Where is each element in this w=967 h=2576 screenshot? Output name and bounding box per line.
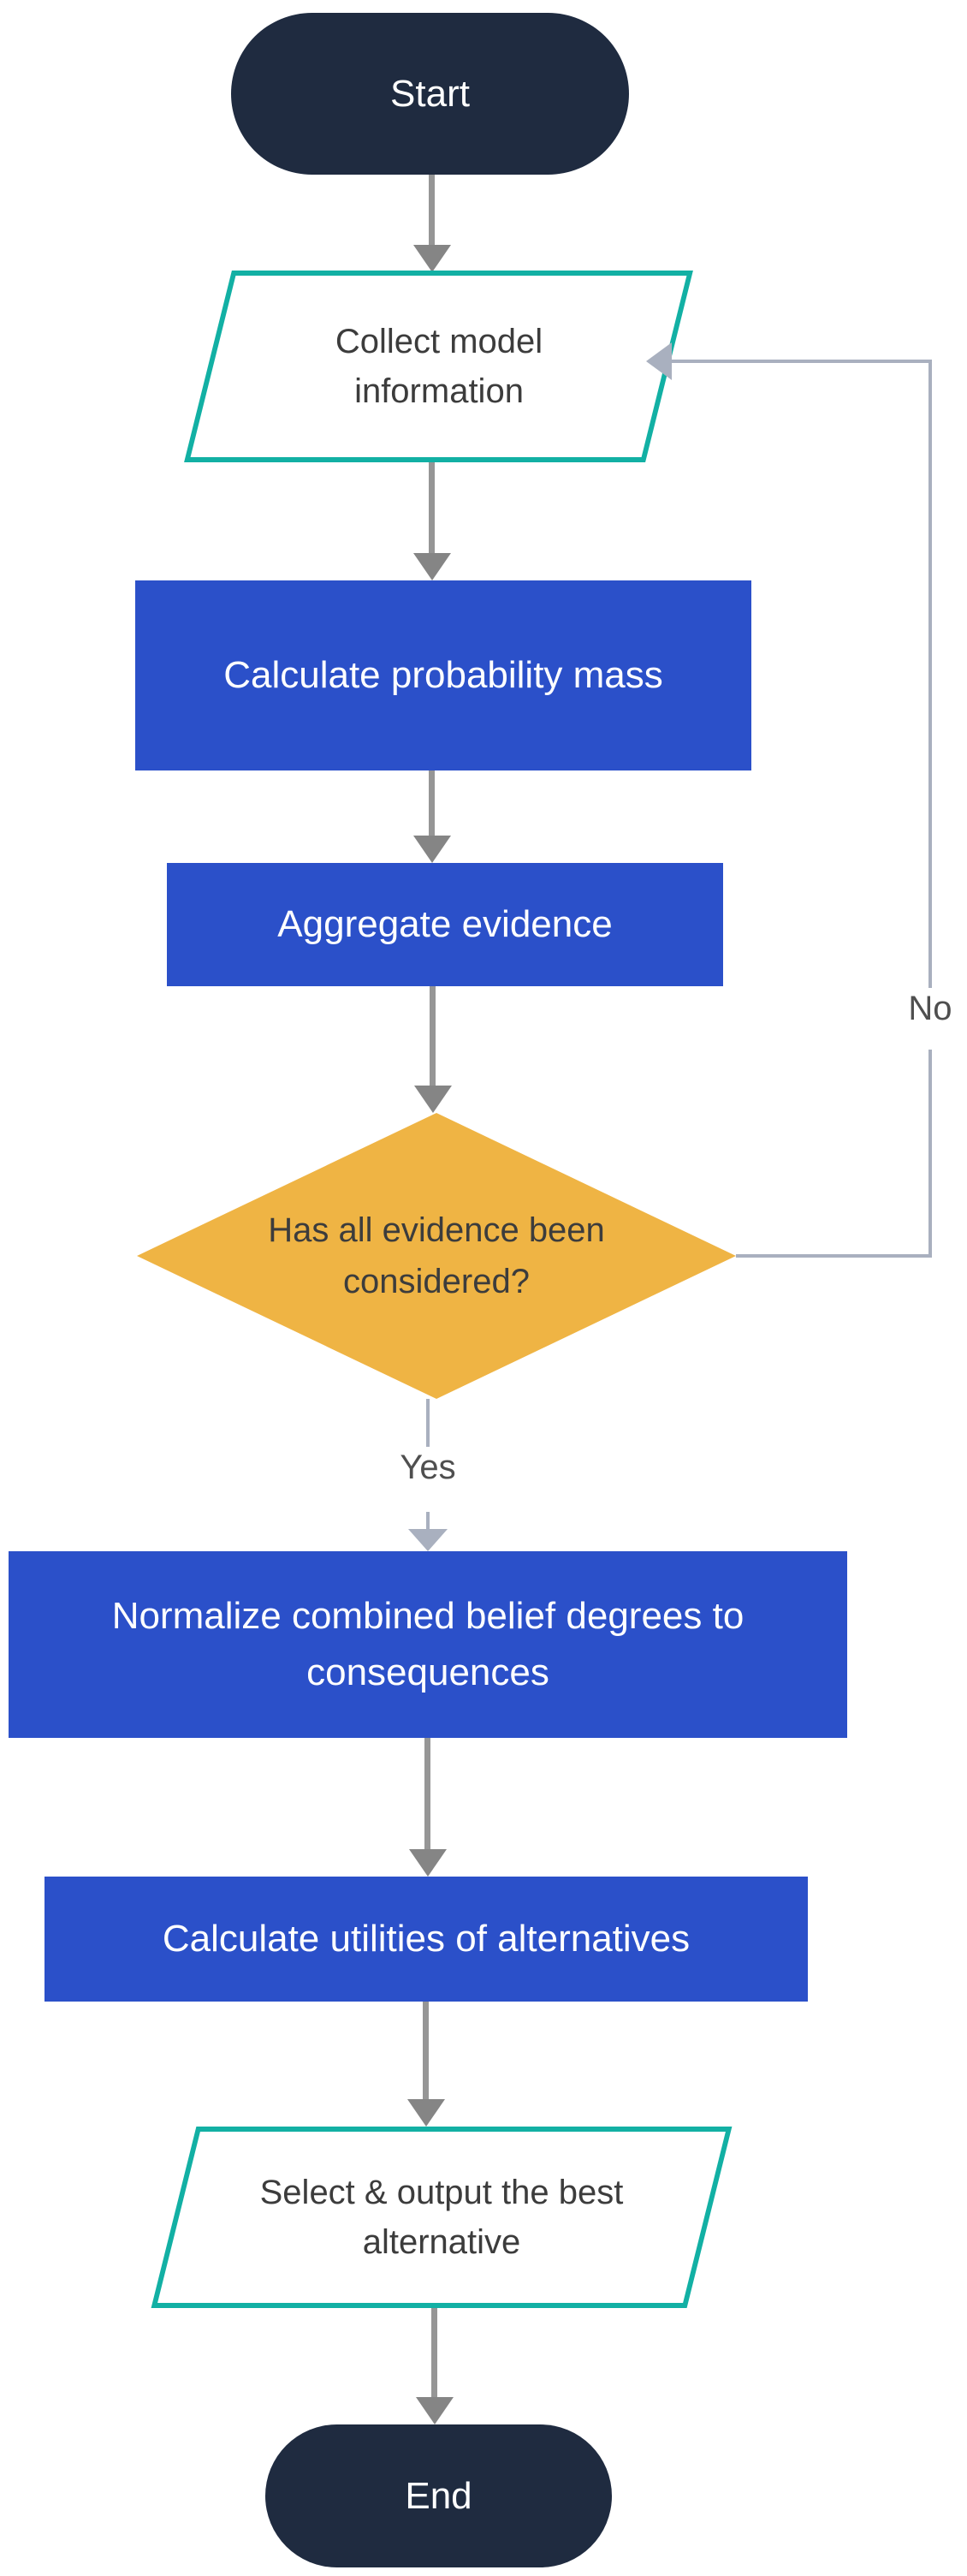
arrowhead-down-icon — [416, 2397, 454, 2424]
arrowhead-down-icon — [407, 2099, 445, 2127]
no-loop-line-bottom — [736, 1254, 932, 1258]
node-label: Calculate utilities of alternatives — [162, 1918, 691, 1960]
arrowhead-down-icon — [414, 1086, 452, 1113]
no-label: No — [879, 990, 967, 1028]
arrowhead-left-icon — [646, 342, 672, 380]
start-node: Start — [231, 13, 629, 175]
yes-line — [426, 1399, 430, 1447]
yes-line — [426, 1512, 430, 1529]
start-label: Start — [390, 72, 470, 115]
arrow-line — [423, 2002, 429, 2099]
arrowhead-down-icon — [409, 1849, 447, 1877]
node-label: Calculate probability mass — [223, 654, 663, 696]
yes-label: Yes — [377, 1449, 479, 1487]
arrowhead-down-icon — [408, 1529, 448, 1551]
node-label: Collect model information — [335, 323, 543, 410]
node-label: Aggregate evidence — [277, 903, 613, 945]
io-select-output-best-alternative: Select & output the best alternative — [151, 2127, 733, 2308]
end-label: End — [405, 2474, 472, 2517]
arrowhead-down-icon — [413, 553, 451, 580]
arrow-line — [431, 2308, 437, 2397]
process-calculate-utilities: Calculate utilities of alternatives — [44, 1877, 808, 2002]
arrow-line — [429, 770, 435, 836]
decision-has-all-evidence-been-considered: Has all evidence been considered? — [137, 1113, 736, 1399]
process-normalize-combined-belief: Normalize combined belief degrees to con… — [9, 1551, 847, 1738]
process-aggregate-evidence: Aggregate evidence — [167, 863, 723, 986]
node-label: Select & output the best alternative — [259, 2174, 624, 2261]
arrowhead-down-icon — [413, 245, 451, 272]
node-label: Normalize combined belief degrees to con… — [111, 1595, 745, 1693]
arrow-line — [429, 462, 435, 553]
arrow-line — [424, 1738, 430, 1849]
no-loop-line-top — [672, 360, 932, 363]
arrow-line — [430, 986, 436, 1086]
arrow-line — [429, 175, 435, 245]
arrowhead-down-icon — [413, 836, 451, 863]
no-loop-line-vertical-upper — [928, 360, 932, 988]
process-calculate-probability-mass: Calculate probability mass — [135, 580, 751, 770]
node-label: Has all evidence been considered? — [268, 1211, 605, 1300]
no-loop-line-vertical-lower — [928, 1050, 932, 1258]
end-node: End — [265, 2424, 612, 2567]
io-collect-model-information: Collect model information — [184, 271, 693, 462]
